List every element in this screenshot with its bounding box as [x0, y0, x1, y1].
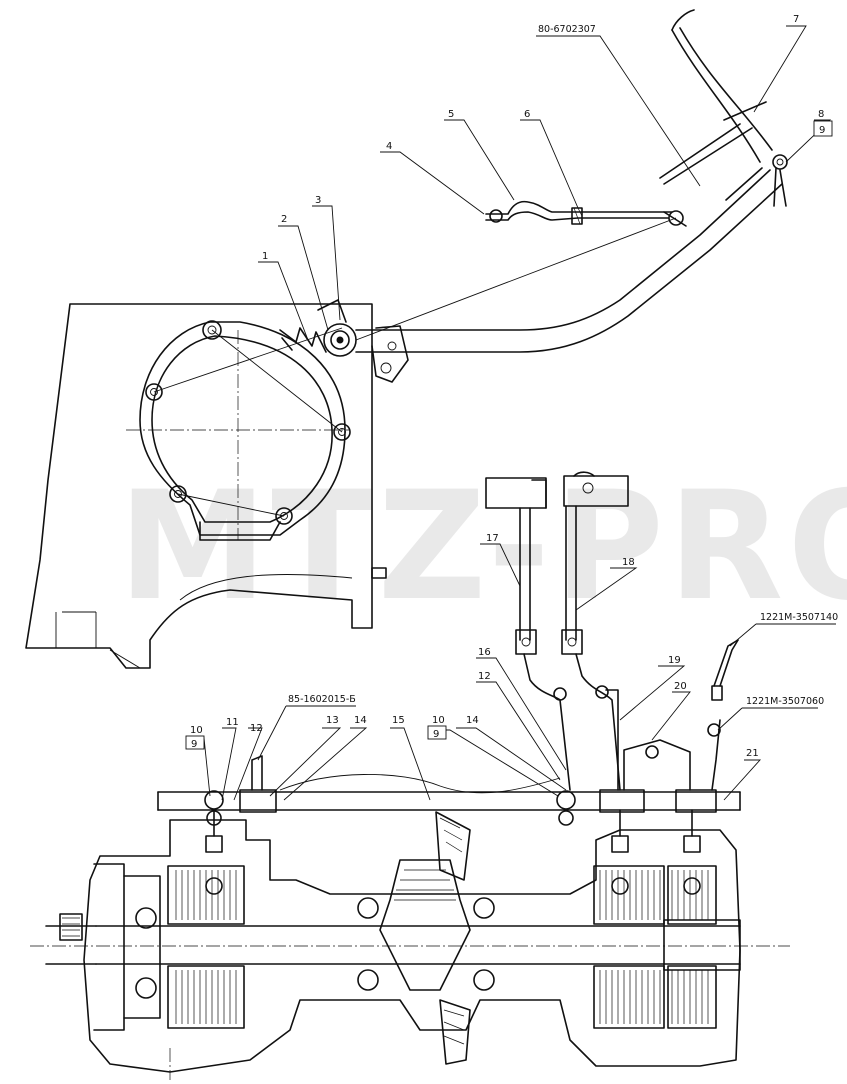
callout-8: 8	[818, 109, 824, 120]
callout-15: 15	[392, 715, 405, 726]
left-brake-discs	[167, 865, 245, 1029]
callout-12-right: 12	[478, 671, 491, 682]
callout-10-right: 10	[432, 715, 445, 726]
callout-13: 13	[326, 715, 339, 726]
callout-4: 4	[386, 141, 392, 152]
code-80-6702307: 80-6702307	[538, 24, 596, 35]
callout-3: 3	[315, 195, 321, 206]
callout-9-left-box	[185, 735, 205, 750]
right-brake-discs	[593, 865, 717, 1029]
code-1221M-3507140: 1221М-3507140	[760, 612, 838, 623]
watermark: MTZ-PRO	[118, 460, 847, 634]
callout-9-right-box	[427, 725, 447, 740]
callout-7: 7	[793, 14, 799, 25]
brake-lever-head	[279, 299, 409, 383]
callout-9-top: 9	[819, 125, 825, 136]
callout-11: 11	[226, 717, 239, 728]
callout-5: 5	[448, 109, 454, 120]
leader-lines	[190, 25, 836, 801]
callout-16: 16	[478, 647, 491, 658]
callout-9-right: 9	[433, 729, 439, 740]
differential	[357, 811, 495, 1065]
callout-19: 19	[668, 655, 681, 666]
brake-cover	[126, 320, 351, 541]
callout-14-left: 14	[354, 715, 367, 726]
rear-axle-section	[30, 639, 790, 1080]
callout-10-left: 10	[190, 725, 203, 736]
code-85-1602015-B: 85-1602015-Б	[288, 694, 356, 705]
brake-pedal-arm	[355, 9, 788, 353]
callout-21: 21	[746, 748, 759, 759]
brake-pedals	[485, 471, 629, 791]
callout-14-right: 14	[466, 715, 479, 726]
callout-1: 1	[262, 251, 268, 262]
callout-2: 2	[281, 214, 287, 225]
code-1221M-3507060: 1221М-3507060	[746, 696, 824, 707]
adjusting-bolts	[204, 639, 739, 895]
callout-17: 17	[486, 533, 499, 544]
callout-20: 20	[674, 681, 687, 692]
callout-6: 6	[524, 109, 530, 120]
callouts: 1 2 3 4 5 6 80-6702307 7 8 9 17 18 16 12…	[185, 14, 838, 759]
callout-9-left: 9	[191, 739, 197, 750]
callout-9-box	[813, 120, 833, 137]
callout-12-left: 12	[250, 723, 263, 734]
parking-rod	[355, 200, 677, 341]
callout-18: 18	[622, 557, 635, 568]
gearbox-housing	[25, 303, 387, 669]
left-hub	[45, 863, 161, 1031]
